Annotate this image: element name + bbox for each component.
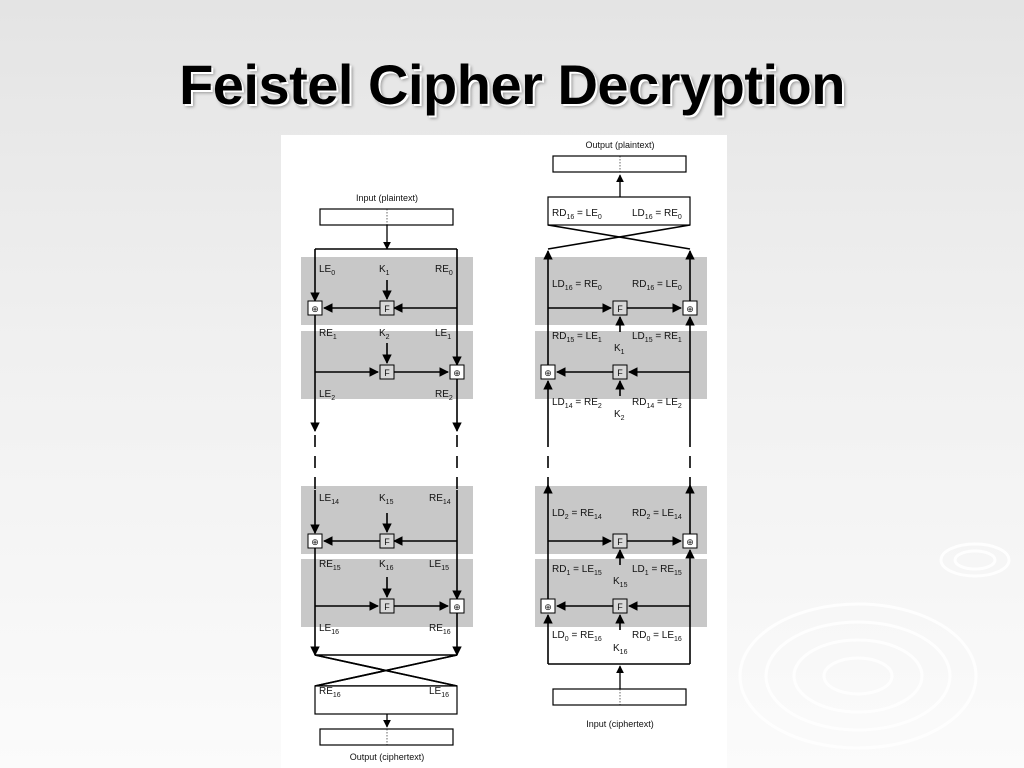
svg-text:⊕: ⊕: [311, 537, 319, 547]
round-label: LD16 = RE0: [552, 279, 602, 292]
xor-icon: ⊕: [449, 598, 465, 614]
final-label: RD16 = LE0: [552, 208, 602, 221]
round-label: RE14: [429, 493, 451, 506]
function-box: F: [612, 364, 628, 380]
round-label: LE0: [319, 264, 335, 277]
round-label: RD0 = LE16: [632, 630, 682, 643]
round-label: LD2 = RE14: [552, 508, 602, 521]
function-box: F: [379, 300, 395, 316]
round-key-label: K15: [613, 576, 628, 589]
round-key-label: K2: [614, 409, 625, 422]
decryption-diagram: Output (plaintext) RD16 = LE0 LD16 = RE0: [535, 140, 707, 729]
round-label: RE16: [429, 623, 451, 636]
round-key-label: K15: [379, 493, 394, 506]
round-label: LD14 = RE2: [552, 397, 602, 410]
svg-text:⊕: ⊕: [686, 304, 694, 314]
xor-icon: ⊕: [540, 364, 556, 380]
svg-text:⊕: ⊕: [686, 537, 694, 547]
svg-text:F: F: [384, 368, 390, 378]
round-key-label: K16: [379, 559, 394, 572]
function-box: F: [379, 364, 395, 380]
round-key-label: K1: [614, 343, 625, 356]
round-label: LD1 = RE15: [632, 564, 682, 577]
xor-icon: ⊕: [540, 598, 556, 614]
svg-text:F: F: [384, 537, 390, 547]
round-label: RD1 = LE15: [552, 564, 602, 577]
svg-text:⊕: ⊕: [453, 368, 461, 378]
function-box: F: [612, 300, 628, 316]
xor-icon: ⊕: [307, 300, 323, 316]
svg-text:⊕: ⊕: [453, 602, 461, 612]
svg-text:⊕: ⊕: [311, 304, 319, 314]
svg-text:F: F: [617, 304, 623, 314]
feistel-diagram-svg: Input (plaintext): [301, 140, 707, 762]
round-label: RD15 = LE1: [552, 331, 602, 344]
encryption-diagram: Input (plaintext): [301, 193, 473, 762]
encryption-output-box: [319, 728, 454, 746]
slide-title: Feistel Cipher Decryption: [179, 53, 845, 116]
function-box: F: [379, 533, 395, 549]
xor-icon: ⊕: [682, 300, 698, 316]
round-label: LE15: [429, 559, 449, 572]
function-box: F: [612, 598, 628, 614]
swap-box: [314, 685, 458, 715]
feistel-diagram: Input (plaintext): [281, 135, 727, 768]
svg-text:F: F: [617, 602, 623, 612]
swap-box: [547, 196, 691, 226]
round-label: RE1: [319, 328, 337, 341]
round-label: RD2 = LE14: [632, 508, 682, 521]
encryption-input-box: [319, 208, 454, 226]
svg-text:F: F: [617, 537, 623, 547]
svg-text:⊕: ⊕: [544, 602, 552, 612]
round-label: LD15 = RE1: [632, 331, 682, 344]
round-label: RE15: [319, 559, 341, 572]
svg-text:⊕: ⊕: [544, 368, 552, 378]
round-label: LE14: [319, 493, 339, 506]
round-label: LE16: [319, 623, 339, 636]
xor-icon: ⊕: [307, 533, 323, 549]
round-label: LE2: [319, 389, 335, 402]
svg-text:F: F: [384, 602, 390, 612]
decryption-input-box: [552, 688, 687, 706]
round-label: LE1: [435, 328, 451, 341]
round-label: RD16 = LE0: [632, 279, 682, 292]
round-label: RE0: [435, 264, 453, 277]
decryption-input-label: Input (ciphertext): [586, 719, 654, 729]
decryption-output-box: [552, 155, 687, 173]
svg-text:F: F: [384, 304, 390, 314]
encryption-input-label: Input (plaintext): [356, 193, 418, 203]
encryption-output-label: Output (ciphertext): [350, 752, 425, 762]
function-box: F: [379, 598, 395, 614]
final-label: LD16 = RE0: [632, 208, 682, 221]
round-label: LD0 = RE16: [552, 630, 602, 643]
xor-icon: ⊕: [682, 533, 698, 549]
xor-icon: ⊕: [449, 364, 465, 380]
round-key-label: K1: [379, 264, 390, 277]
final-label: LE16: [429, 686, 449, 699]
round-label: RD14 = LE2: [632, 397, 682, 410]
round-key-label: K2: [379, 328, 390, 341]
round-key-label: K16: [613, 643, 628, 656]
final-label: RE16: [319, 686, 341, 699]
svg-text:F: F: [617, 368, 623, 378]
function-box: F: [612, 533, 628, 549]
round-label: RE2: [435, 389, 453, 402]
decryption-output-label: Output (plaintext): [585, 140, 654, 150]
